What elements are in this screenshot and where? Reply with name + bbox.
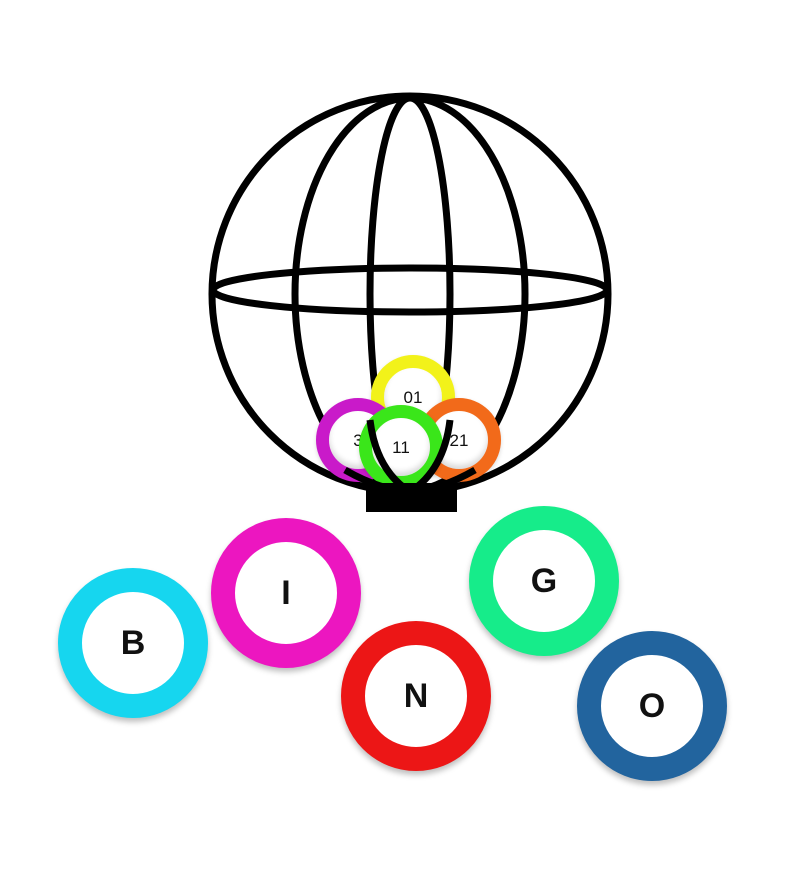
bingo-ball-i[interactable]: I [211,518,361,668]
cage-ball-label: 3 [353,430,363,450]
cage-ball-label: 11 [392,437,410,457]
bingo-letter: G [530,562,558,600]
bingo-ball-n[interactable]: N [341,621,491,771]
bingo-letter: I [281,574,291,612]
bingo-letter: N [403,677,429,715]
cage-ball-label: 01 [403,387,423,407]
cage-base [366,483,457,512]
bingo-ball-o[interactable]: O [577,631,727,781]
bingo-letter: B [120,624,146,662]
cage-ball-label: 21 [449,430,469,450]
bingo-ball-b[interactable]: B [58,568,208,718]
bingo-letter: O [638,687,666,725]
cage-equator [209,264,611,316]
cage-ball-11: 11 [359,405,443,489]
bingo-ball-g[interactable]: G [469,506,619,656]
